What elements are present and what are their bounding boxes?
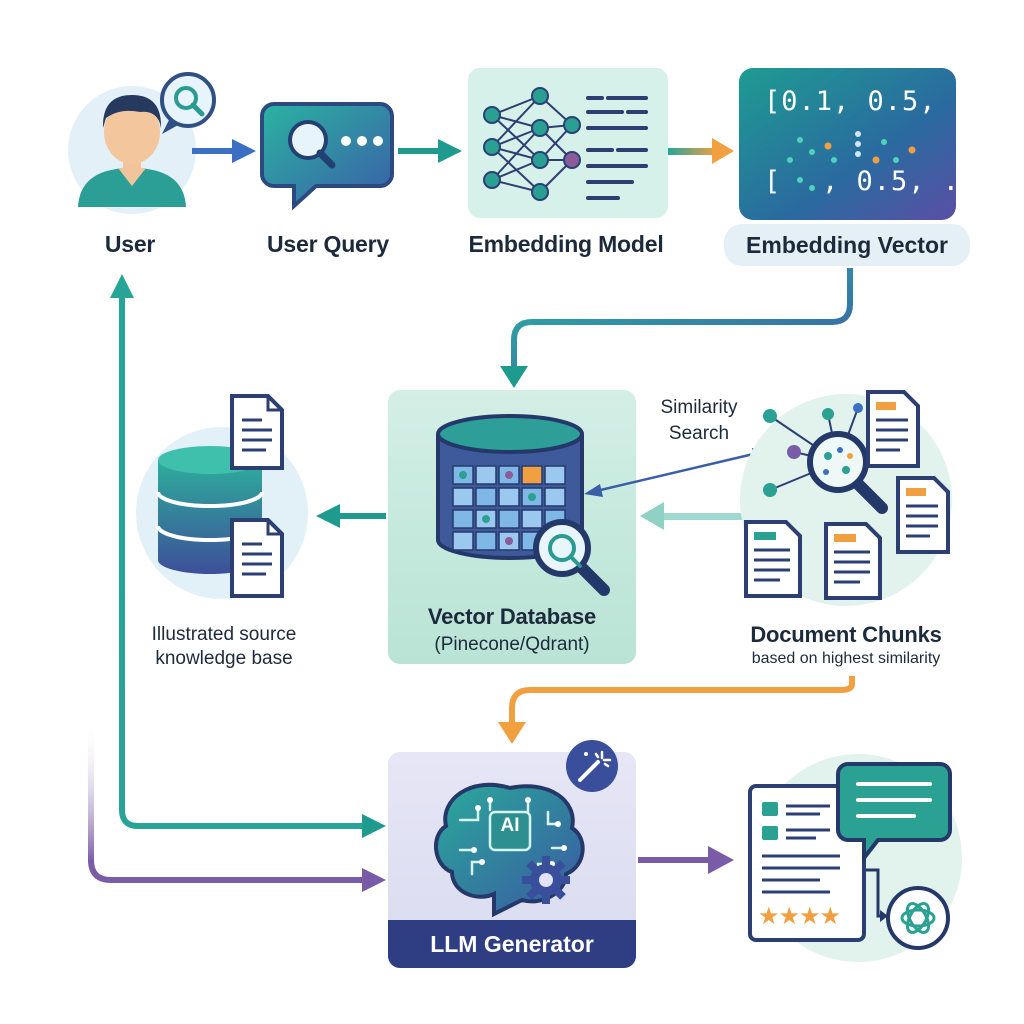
vector-values-top: [0.1, 0.5, ... ] [764, 86, 1024, 117]
arrow-chunks-to-llm [498, 676, 855, 744]
arrow-chunks-to-database [640, 502, 742, 530]
llm-generator-box [388, 740, 636, 968]
similarity-search-label-line1: Similarity [660, 397, 738, 418]
arrow-vector-to-database [500, 268, 853, 388]
magic-wand-icon [566, 740, 618, 792]
vector-database-label: Vector Database [427, 604, 597, 629]
magnifier-icon [533, 519, 610, 596]
vector-values-bottom: , 0.5, ... ] [822, 166, 1024, 197]
arrow-model-to-vector [668, 138, 734, 164]
embedding-vector-pill: Embedding Vector [724, 224, 970, 266]
user-icon [68, 86, 196, 214]
similarity-search-label-line2: Search [668, 423, 730, 444]
chat-response-icon [836, 762, 952, 864]
arrow-query-to-llm-purple [88, 720, 386, 892]
arrow-llm-to-output [638, 846, 734, 874]
vector-database-box [388, 390, 636, 664]
knowledge-base-icon [136, 394, 308, 599]
arrow-query-to-model [398, 139, 462, 163]
rating-stars: ★★★★ [758, 903, 841, 930]
llm-generator-label: LLM Generator [388, 920, 636, 968]
document-icon [230, 518, 284, 598]
chat-search-icon [260, 102, 394, 211]
neural-network-icon [483, 87, 581, 201]
document-icon [744, 520, 802, 598]
document-chunks-label: Document Chunks [750, 622, 942, 647]
vector-values-bottom-bracket: [ [764, 166, 782, 197]
embedding-vector-box [739, 68, 956, 220]
document-icon [896, 476, 950, 554]
embedding-vector-label: Embedding Vector [746, 231, 948, 258]
user-query-label: User Query [266, 231, 389, 257]
arrow-user-to-query [192, 139, 256, 163]
document-icon [866, 390, 920, 468]
vector-database-sublabel: (Pinecone/Qdrant) [434, 634, 590, 655]
knowledge-base-label-line1: Illustrated source [151, 624, 297, 645]
output-response-icon [748, 754, 962, 962]
document-icon [230, 394, 284, 470]
arrow-user-feedback-teal [110, 274, 386, 838]
ai-chip-label: AI [500, 815, 520, 836]
embedding-model-box [468, 68, 668, 218]
user-label: User [104, 231, 156, 257]
search-bubble-icon [160, 72, 216, 134]
document-icon [824, 522, 882, 600]
document-chunks-sublabel: based on highest similarity [751, 650, 941, 667]
openai-logo-icon [886, 886, 950, 950]
gear-icon [522, 856, 570, 904]
arrow-database-to-knowledge-base [316, 504, 386, 528]
knowledge-base-label-line2: knowledge base [155, 648, 293, 669]
embedding-model-label: Embedding Model [468, 231, 664, 257]
magnifier-icon [807, 431, 888, 514]
document-chunks-icon [740, 390, 952, 606]
